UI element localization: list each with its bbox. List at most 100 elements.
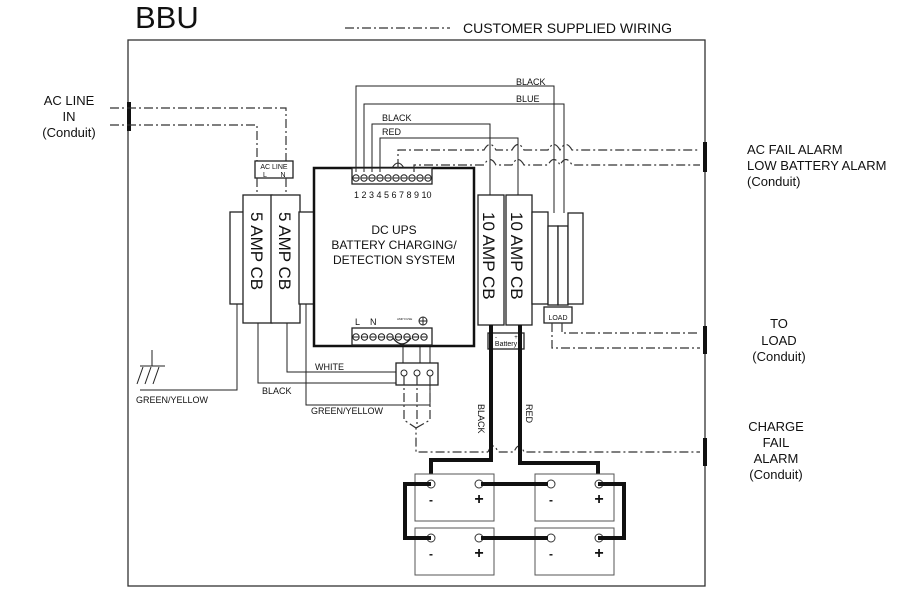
diagram-title: BBU xyxy=(135,0,199,35)
battery-positive-terminal-label: + xyxy=(594,491,603,508)
wire-white-input xyxy=(286,323,421,373)
terminal-screw xyxy=(369,333,377,341)
legend-label: CUSTOMER SUPPLIED WIRING xyxy=(463,20,672,36)
battery-negative-terminal xyxy=(546,479,556,489)
label-green-yellow-ground: GREEN/YELLOW xyxy=(136,395,209,405)
terminal-screw xyxy=(420,333,428,341)
breaker-label: 10 AMP CB xyxy=(507,212,526,300)
battery-negative-terminal-label: - xyxy=(429,493,433,507)
battery: -+ xyxy=(534,527,615,576)
terminal-screw xyxy=(403,333,411,341)
label-battery-black: BLACK xyxy=(476,404,486,434)
breaker-10amp-assembly: 10 AMP CB 10 AMP CB xyxy=(477,194,549,326)
battery: -+ xyxy=(414,473,495,522)
svg-text:BATTERY CHARGING/: BATTERY CHARGING/ xyxy=(331,238,457,252)
wire-black-input xyxy=(257,323,404,384)
svg-text:CHARGE: CHARGE xyxy=(748,419,804,434)
low-battery-alarm-wire xyxy=(413,158,700,172)
charge-fail-wire-b xyxy=(415,376,431,429)
ac-fail-alarm-wire xyxy=(397,143,700,168)
ground-icon xyxy=(136,350,165,385)
battery-bank: -+-+-+-+ xyxy=(414,473,615,576)
breaker-5amp-assembly: 5 AMP CB 5 AMP CB xyxy=(229,194,315,324)
svg-text:(Conduit): (Conduit) xyxy=(749,467,802,482)
label-red-inner: RED xyxy=(382,127,402,137)
breaker-label: 5 AMP CB xyxy=(247,212,266,290)
label-green-yellow-input: GREEN/YELLOW xyxy=(311,406,384,416)
svg-text:AC LINE: AC LINE xyxy=(44,93,95,108)
to-load-label: TO LOAD (Conduit) xyxy=(752,316,805,364)
svg-text:DETECTION SYSTEM: DETECTION SYSTEM xyxy=(333,253,455,267)
svg-text:-: - xyxy=(495,335,497,341)
label-battery-red: RED xyxy=(524,404,534,424)
battery-lead-black xyxy=(429,325,493,484)
label-black-inner: BLACK xyxy=(382,113,412,123)
power-input-terminal-strip: L N AMP FUSE xyxy=(351,316,433,346)
terminal-screw xyxy=(411,333,420,341)
battery: -+ xyxy=(534,473,615,522)
svg-text:AMP FUSE: AMP FUSE xyxy=(397,317,412,321)
battery-positive-terminal-label: + xyxy=(474,491,483,508)
terminal-screw xyxy=(408,174,416,182)
breaker-label: 10 AMP CB xyxy=(479,212,498,300)
enclosure-frame xyxy=(127,39,706,587)
svg-text:(Conduit): (Conduit) xyxy=(42,125,95,140)
terminal-screw xyxy=(376,174,384,182)
terminal-screw xyxy=(400,174,408,182)
terminal-screw xyxy=(394,333,403,341)
terminal-numbers: 1 2 3 4 5 6 7 8 9 10 xyxy=(354,190,432,200)
ac-line-n-wire xyxy=(110,107,287,162)
ac-fail-alarm-label: AC FAIL ALARM xyxy=(747,142,843,157)
svg-text:AC LINE: AC LINE xyxy=(260,164,288,171)
battery-negative-terminal xyxy=(546,533,556,543)
low-battery-alarm-label: LOW BATTERY ALARM xyxy=(747,158,886,173)
to-load-wire-minus xyxy=(551,323,700,349)
svg-text:+: + xyxy=(514,335,518,341)
svg-text:IN: IN xyxy=(63,109,76,124)
battery-link-right xyxy=(598,482,626,540)
ac-line-l-wire xyxy=(110,124,258,162)
signal-terminal-strip: 1 2 3 4 5 6 7 8 9 10 xyxy=(351,167,433,200)
terminal-screw xyxy=(352,174,360,182)
battery-negative-terminal-label: - xyxy=(549,547,553,561)
charge-fail-alarm-label: CHARGE FAIL ALARM (Conduit) xyxy=(748,419,804,482)
alarm-common-jumper xyxy=(391,162,405,169)
to-load-wire-plus xyxy=(561,323,700,334)
label-black-input: BLACK xyxy=(262,386,292,396)
svg-text:L: L xyxy=(355,317,360,327)
label-black-top: BLACK xyxy=(516,77,546,87)
svg-text:LOAD: LOAD xyxy=(548,315,567,322)
dc-ups-label: DC UPS BATTERY CHARGING/ DETECTION SYSTE… xyxy=(331,223,457,267)
svg-text:TO: TO xyxy=(770,316,788,331)
label-blue: BLUE xyxy=(516,94,540,104)
terminal-screw xyxy=(386,333,394,341)
wire-blue xyxy=(363,103,565,213)
terminal-screw xyxy=(424,174,432,182)
svg-text:L: L xyxy=(263,172,267,179)
battery: -+ xyxy=(414,527,495,576)
ac-line-in-label: AC LINE IN (Conduit) xyxy=(42,93,95,140)
terminal-screw xyxy=(392,174,400,182)
dc-ups-unit xyxy=(312,166,476,348)
svg-text:DC UPS: DC UPS xyxy=(371,223,416,237)
label-white: WHITE xyxy=(315,362,344,372)
wire-red-inner xyxy=(379,137,519,195)
breaker-label: 5 AMP CB xyxy=(275,212,294,290)
svg-text:ALARM: ALARM xyxy=(754,451,799,466)
terminal-screw xyxy=(368,174,376,182)
svg-text:Battery: Battery xyxy=(495,341,518,348)
load-terminal-block: LOAD xyxy=(543,306,573,324)
svg-text:FAIL: FAIL xyxy=(763,435,790,450)
terminal-screw xyxy=(352,333,360,341)
svg-text:LOAD: LOAD xyxy=(761,333,796,348)
svg-text:N: N xyxy=(280,172,285,179)
terminal-screw xyxy=(360,174,368,182)
terminal-screw xyxy=(360,333,369,341)
ac-line-terminal-block: AC LINE L N xyxy=(254,160,294,179)
battery-positive-terminal-label: + xyxy=(594,545,603,562)
battery-negative-terminal-label: - xyxy=(549,493,553,507)
battery-positive-terminal-label: + xyxy=(474,545,483,562)
battery-terminal-block: Battery - + xyxy=(487,332,525,350)
svg-text:N: N xyxy=(370,317,377,327)
